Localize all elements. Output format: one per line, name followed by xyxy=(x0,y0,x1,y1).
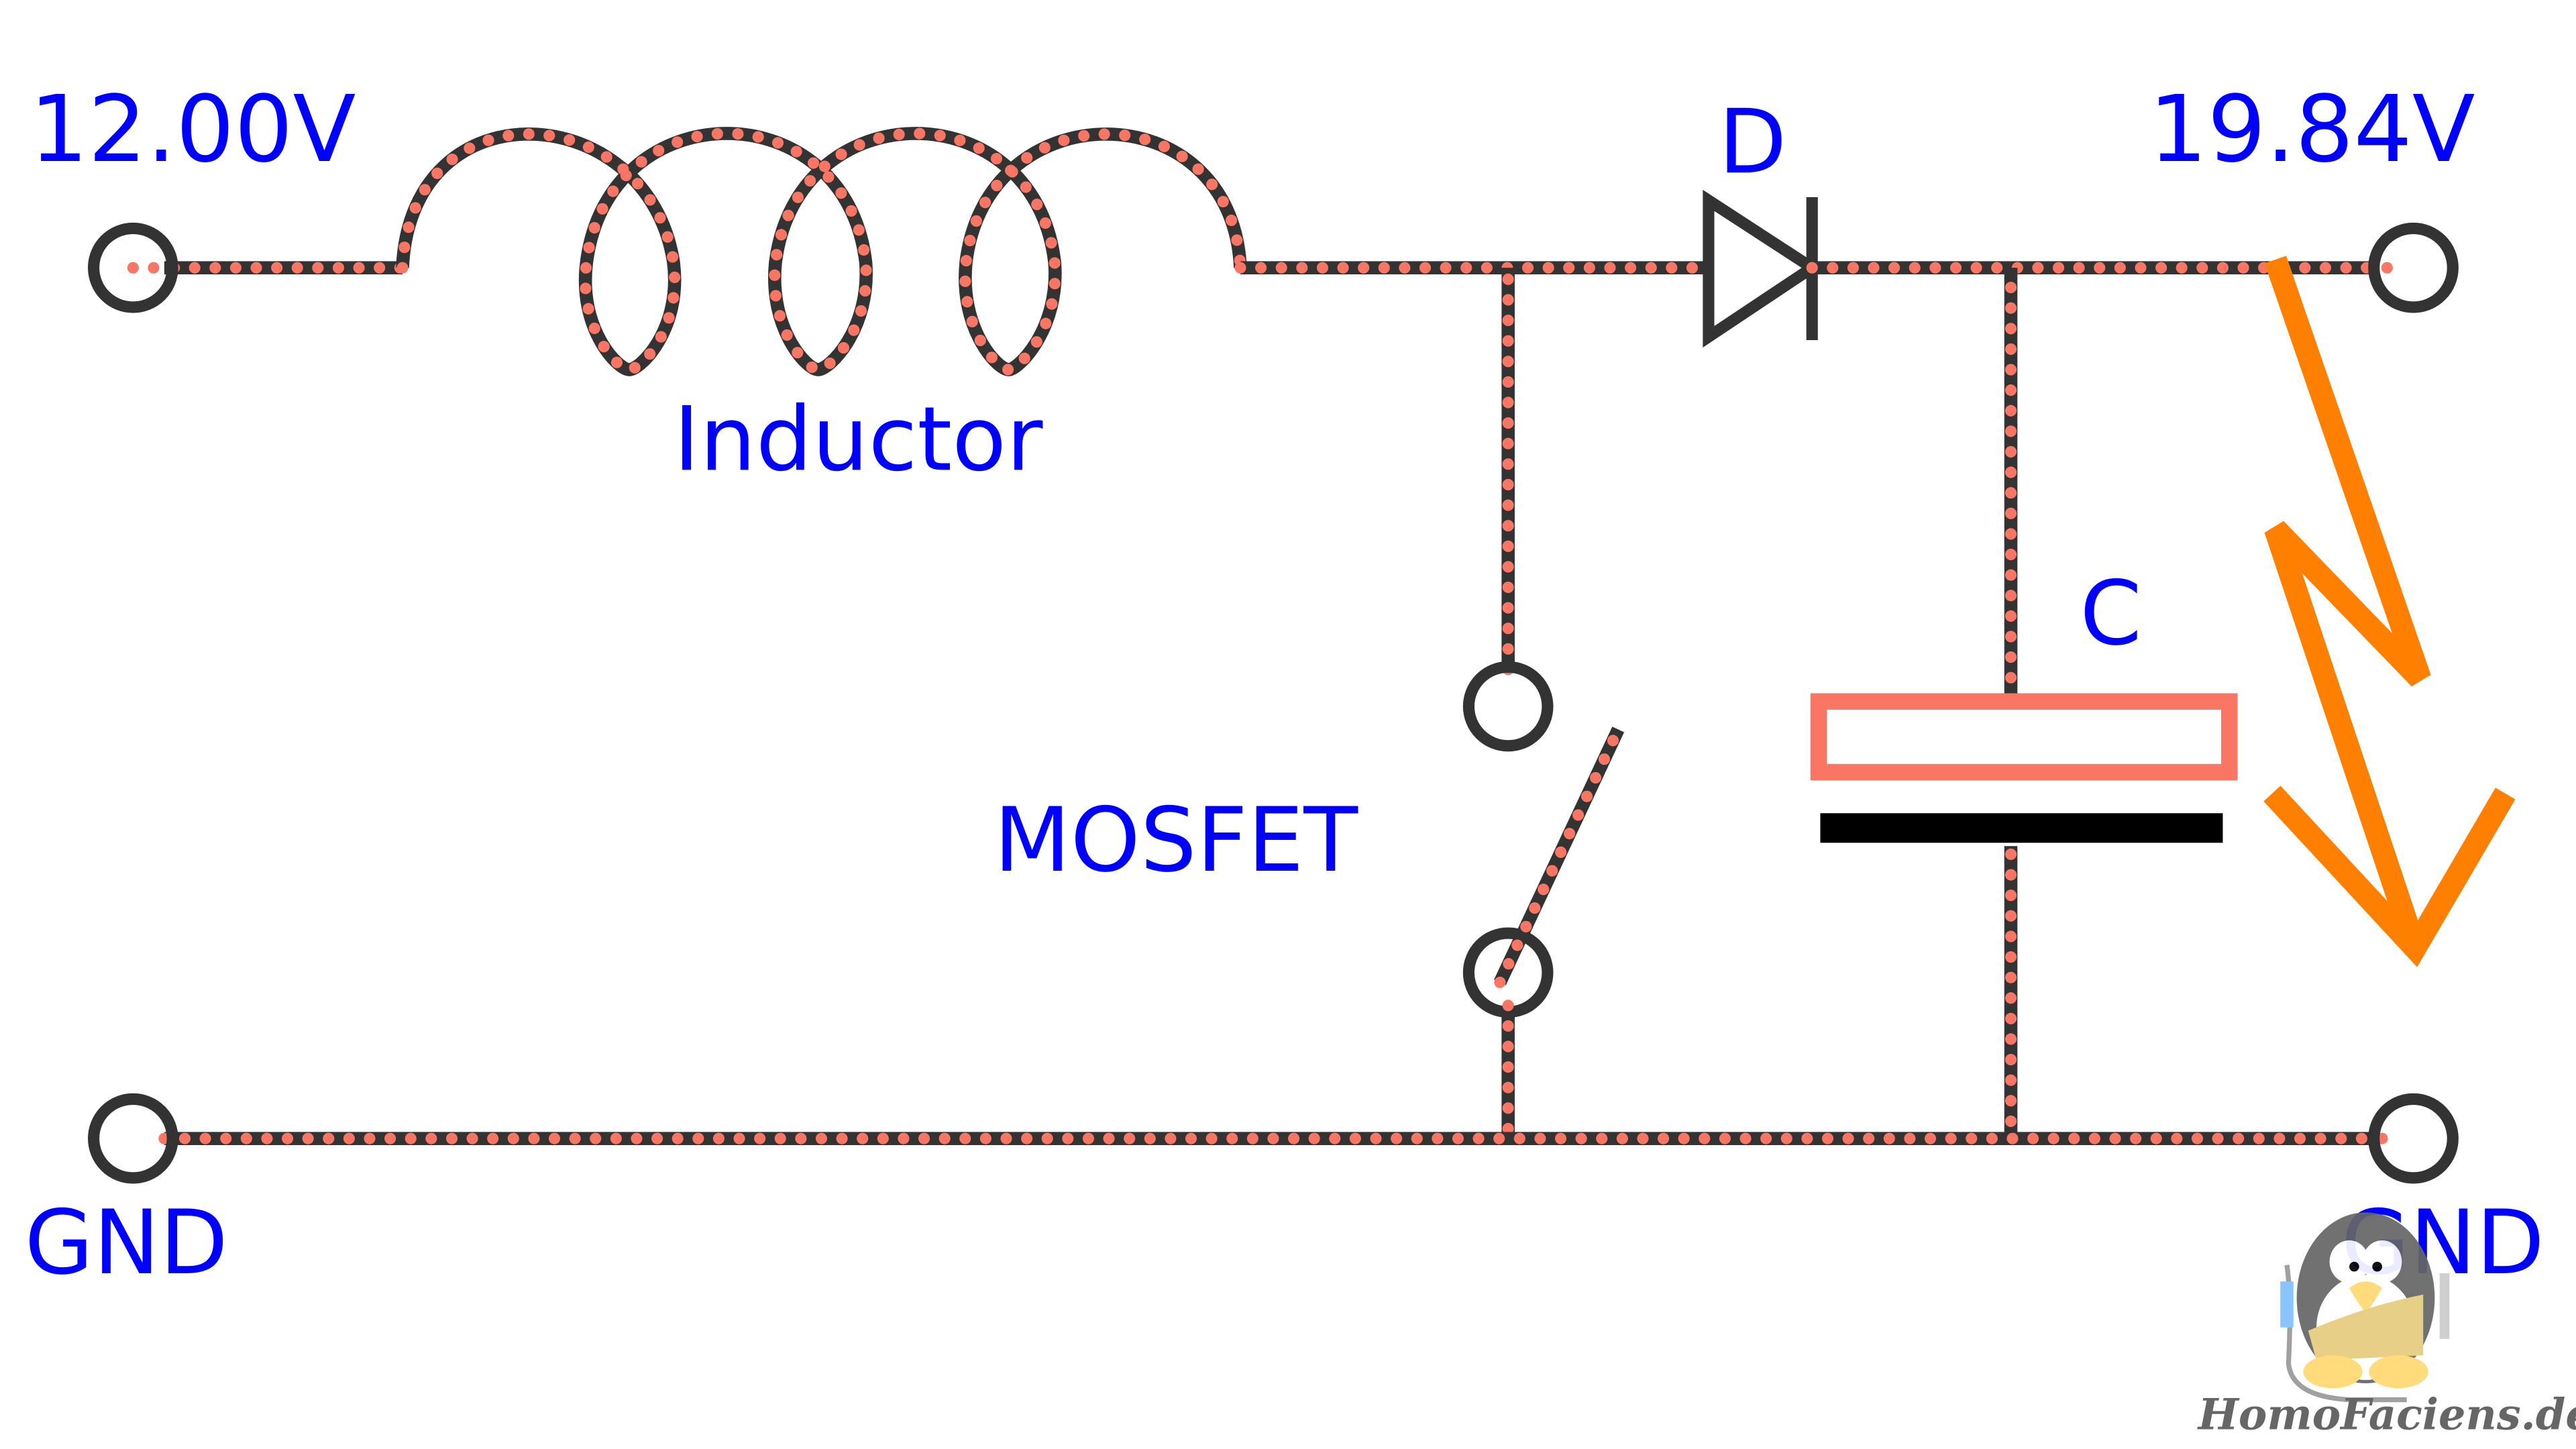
input-terminal xyxy=(88,222,178,313)
inductor-coil xyxy=(396,127,1247,376)
mosfet-switch xyxy=(1462,661,1625,1018)
capacitor-label: C xyxy=(2080,562,2141,665)
ground-terminal-right xyxy=(2368,1093,2459,1184)
homofaciens-logo-text: HomoFaciens.de xyxy=(2197,1390,2576,1440)
input-voltage-label: 12.00V xyxy=(30,76,356,183)
output-voltage-label: 19.84V xyxy=(2149,76,2475,183)
mosfet-label: MOSFET xyxy=(994,789,1359,892)
ground-terminal-left xyxy=(88,1093,178,1184)
output-terminal xyxy=(2368,222,2459,313)
ground-label-left: GND xyxy=(25,1191,228,1295)
diode-symbol xyxy=(1703,189,1823,348)
inductor-label: Inductor xyxy=(674,388,1043,491)
capacitor-symbol xyxy=(1810,693,2238,843)
diode-label: D xyxy=(1719,91,1787,194)
homofaciens-penguin-logo xyxy=(2280,1212,2450,1403)
load-lightning-arrow-icon xyxy=(2263,256,2516,967)
